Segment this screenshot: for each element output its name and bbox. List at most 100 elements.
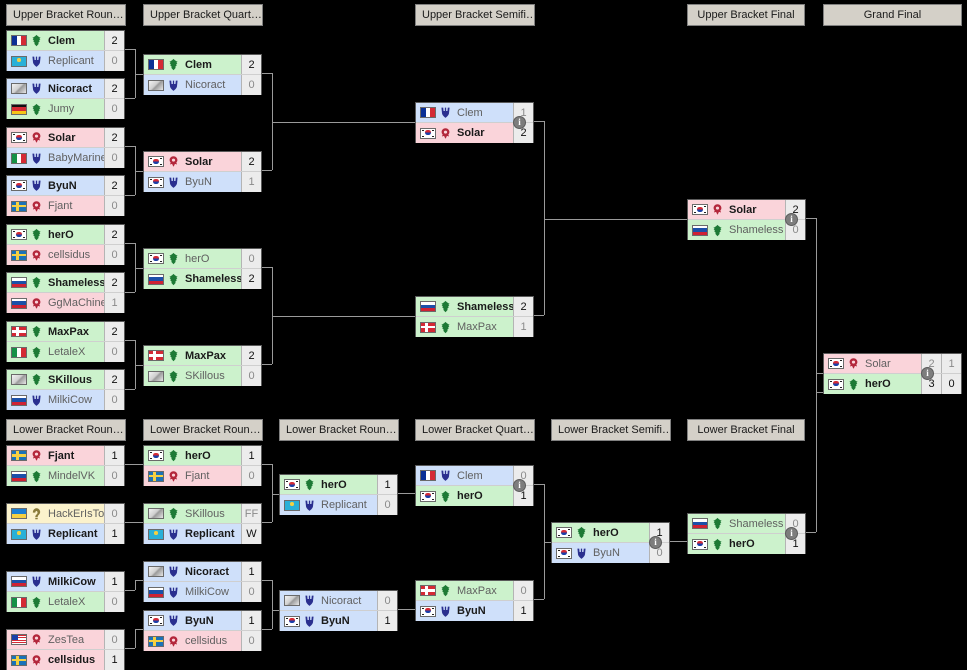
round-header-ubr1[interactable]: Upper Bracket Roun… (6, 4, 126, 26)
round-header-lbr3[interactable]: Lower Bracket Roun… (279, 419, 399, 441)
round-header-lbsf[interactable]: Lower Bracket Semifi… (551, 419, 671, 441)
match-info-icon[interactable]: i (921, 367, 934, 380)
round-header-lbf[interactable]: Lower Bracket Final (687, 419, 805, 441)
match-participant-row[interactable]: HackErIsTop0 (7, 504, 124, 524)
round-header-lbr2[interactable]: Lower Bracket Roun… (143, 419, 263, 441)
match-info-icon[interactable]: i (513, 479, 526, 492)
round-header-ubf[interactable]: Upper Bracket Final (687, 4, 805, 26)
match-info-icon[interactable]: i (649, 536, 662, 549)
match-lbr1-m2[interactable]: HackErIsTop0Replicant1 (6, 503, 125, 544)
match-info-icon[interactable]: i (785, 213, 798, 226)
round-header-gf[interactable]: Grand Final (823, 4, 962, 26)
round-header-lbqf[interactable]: Lower Bracket Quart… (415, 419, 535, 441)
round-header-lbr1[interactable]: Lower Bracket Roun… (6, 419, 126, 441)
round-header-ubqf[interactable]: Upper Bracket Quart… (143, 4, 263, 26)
match-info-icon[interactable]: i (785, 527, 798, 540)
round-header-ubsf[interactable]: Upper Bracket Semifi… (415, 4, 535, 26)
